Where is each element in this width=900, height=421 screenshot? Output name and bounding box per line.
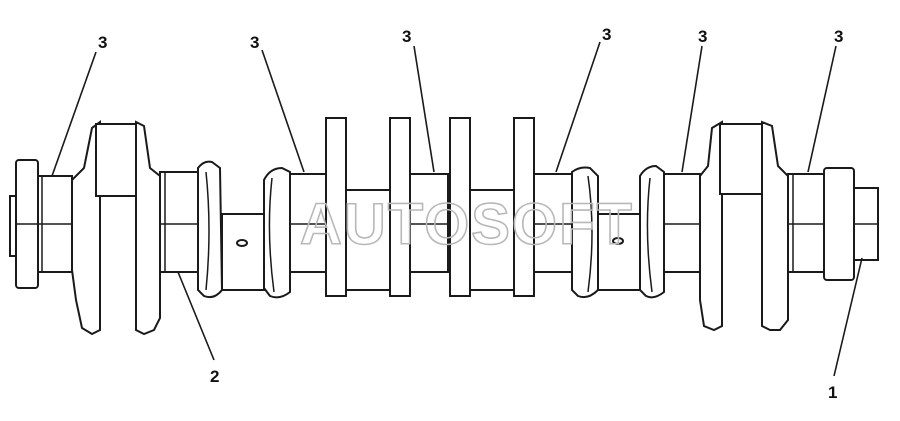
callout-label-3: 3 bbox=[698, 27, 707, 46]
crankpin-1 bbox=[221, 213, 265, 291]
main-journal-1 bbox=[37, 175, 73, 273]
callout-label-3: 3 bbox=[98, 33, 107, 52]
front-end bbox=[823, 167, 879, 281]
counterweight-left bbox=[71, 120, 161, 336]
main-journal-4 bbox=[409, 173, 449, 273]
callout-label-2: 2 bbox=[210, 367, 219, 386]
main-journal-7 bbox=[787, 173, 825, 273]
callout-label-1: 1 bbox=[828, 383, 837, 402]
counterweight-right bbox=[699, 120, 789, 332]
callout-label-3: 3 bbox=[834, 27, 843, 46]
watermark: AUTOSOFT bbox=[300, 192, 634, 257]
crank-web-4 bbox=[325, 117, 411, 297]
crank-web-2 bbox=[197, 160, 224, 299]
main-journal-6 bbox=[663, 173, 701, 273]
crank-web-7 bbox=[639, 164, 665, 299]
main-journal-5 bbox=[533, 173, 573, 273]
callout-label-3: 3 bbox=[402, 27, 411, 46]
rear-flange bbox=[9, 159, 39, 289]
main-journal-2 bbox=[159, 171, 199, 273]
crank-web-5 bbox=[449, 117, 535, 297]
callout-label-3: 3 bbox=[250, 33, 259, 52]
callout-label-3: 3 bbox=[602, 25, 611, 44]
crank-web-3 bbox=[263, 166, 291, 299]
leader-lines bbox=[51, 41, 863, 377]
